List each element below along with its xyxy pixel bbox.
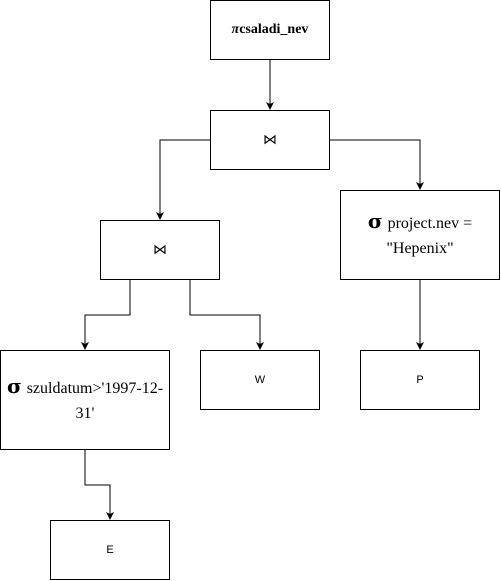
relation-e-label: E	[106, 544, 114, 556]
relation-w-label: W	[254, 374, 266, 386]
join-symbol: ⋈	[263, 132, 277, 148]
join-left-node[interactable]: ⋈	[100, 220, 220, 280]
join-top-node[interactable]: ⋈	[210, 110, 330, 170]
relation-e-node[interactable]: E	[50, 520, 170, 580]
projection-label: πcsaladi_nev	[232, 22, 309, 38]
sigma-symbol: σ	[6, 374, 22, 398]
sigma-symbol: σ	[367, 209, 383, 233]
relation-p-label: P	[416, 374, 424, 386]
selection-szuldatum-condition: szuldatum>'1997-12-31'	[26, 380, 164, 422]
relation-p-node[interactable]: P	[360, 350, 480, 410]
edge-join-top-to-select-project	[330, 139, 424, 190]
join-symbol: ⋈	[153, 242, 167, 258]
relation-w-node[interactable]: W	[200, 350, 320, 410]
selection-project-condition: project.nev = "Hepenix"	[386, 215, 473, 257]
edge-join-left-to-w	[189, 280, 264, 350]
projection-attribute: csaladi_nev	[239, 22, 309, 37]
projection-node[interactable]: πcsaladi_nev	[210, 0, 330, 60]
edge-join-left-to-select-szul	[81, 280, 131, 350]
pi-symbol: π	[231, 22, 240, 37]
edge-select-szul-to-e	[84, 450, 114, 520]
edge-join-top-to-join-left	[156, 139, 210, 220]
